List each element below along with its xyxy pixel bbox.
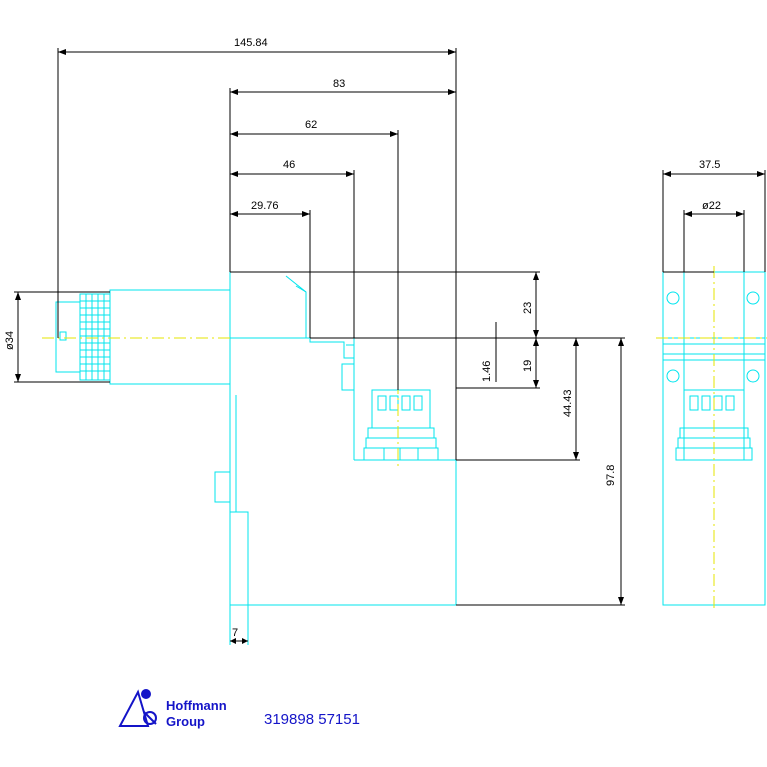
dimension-arrows — [15, 49, 765, 644]
dim-19: 19 — [522, 360, 534, 372]
brand-name-line2: Group — [166, 714, 205, 729]
title-block: Hoffmann Group 319898 57151 — [118, 689, 360, 729]
knurled-head — [79, 293, 111, 381]
dim-23: 23 — [522, 302, 534, 314]
dim-62: 62 — [305, 119, 317, 131]
centerlines — [42, 266, 767, 612]
dim-145-84: 145.84 — [234, 37, 268, 49]
dim-44-43: 44.43 — [562, 389, 574, 417]
left-shaft — [109, 289, 231, 385]
hoffmann-logo-icon — [118, 689, 157, 727]
part-number: 319898 57151 — [264, 711, 360, 728]
dim-37-5: 37.5 — [699, 159, 720, 171]
part-outline — [55, 271, 766, 645]
dim-diameter-22: ø22 — [702, 200, 721, 212]
side-tab — [214, 471, 231, 503]
brand-name-line1: Hoffmann — [166, 698, 227, 713]
dim-diameter-34: ø34 — [4, 331, 16, 350]
dimension-labels: 145.84 83 62 46 29.76 ø34 23 1.46 19 44.… — [4, 37, 721, 639]
dim-97-8: 97.8 — [605, 465, 617, 486]
dimension-lines — [14, 48, 766, 642]
clamp-wedge — [285, 275, 307, 338]
shaft-tip — [55, 301, 81, 373]
dim-29-76: 29.76 — [251, 200, 279, 212]
dim-1-46: 1.46 — [481, 361, 493, 382]
front-coupling — [363, 389, 439, 461]
knurl-pattern — [80, 294, 110, 380]
dim-83: 83 — [333, 78, 345, 90]
dim-46: 46 — [283, 159, 295, 171]
dim-7: 7 — [232, 627, 238, 639]
